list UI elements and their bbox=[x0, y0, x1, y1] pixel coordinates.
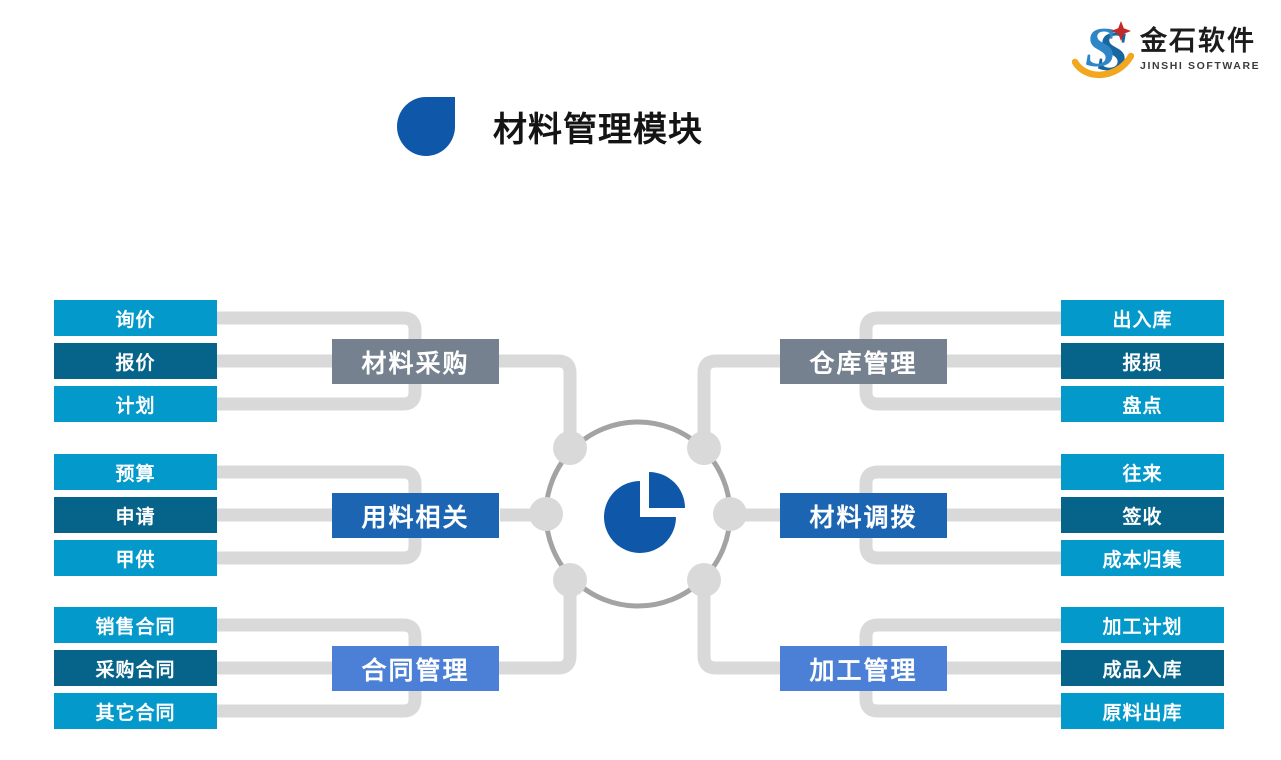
item-stocktaking: 盘点 bbox=[1061, 386, 1224, 422]
hub-node bbox=[529, 497, 563, 531]
item-plan: 计划 bbox=[54, 386, 217, 422]
hub-node bbox=[687, 431, 721, 465]
hub-node bbox=[553, 563, 587, 597]
logo-swoosh bbox=[1072, 52, 1134, 79]
category-usage: 用料相关 bbox=[332, 493, 499, 538]
item-transactions: 往来 bbox=[1061, 454, 1224, 490]
brand-name-en: JINSHI SOFTWARE bbox=[1140, 59, 1261, 72]
item-damage-report: 报损 bbox=[1061, 343, 1224, 379]
hub-node bbox=[713, 497, 747, 531]
item-inquiry: 询价 bbox=[54, 300, 217, 336]
connector-line bbox=[499, 354, 577, 448]
category-contract: 合同管理 bbox=[332, 646, 499, 691]
logo-mark-icon: S S bbox=[1072, 17, 1134, 83]
hub-node bbox=[553, 431, 587, 465]
item-budget: 预算 bbox=[54, 454, 217, 490]
category-warehouse: 仓库管理 bbox=[780, 339, 947, 384]
category-processing: 加工管理 bbox=[780, 646, 947, 691]
item-sales-contract: 销售合同 bbox=[54, 607, 217, 643]
item-processing-plan: 加工计划 bbox=[1061, 607, 1224, 643]
item-purchase-contract: 采购合同 bbox=[54, 650, 217, 686]
category-procurement: 材料采购 bbox=[332, 339, 499, 384]
pie-chart-icon bbox=[604, 472, 685, 553]
item-cost-pooling: 成本归集 bbox=[1061, 540, 1224, 576]
connector-line bbox=[499, 580, 577, 675]
page-title: 材料管理模块 bbox=[493, 111, 703, 149]
item-quotation: 报价 bbox=[54, 343, 217, 379]
item-finished-stock-in: 成品入库 bbox=[1061, 650, 1224, 686]
connector-line bbox=[697, 580, 780, 675]
brand-name-cn: 金石软件 bbox=[1140, 26, 1256, 57]
category-transfer: 材料调拨 bbox=[780, 493, 947, 538]
item-owner-supplied: 甲供 bbox=[54, 540, 217, 576]
drop-icon bbox=[397, 97, 455, 156]
item-in-out-stock: 出入库 bbox=[1061, 300, 1224, 336]
hub-node bbox=[687, 563, 721, 597]
connector-line bbox=[697, 354, 780, 448]
logo-s-front: S bbox=[1085, 17, 1116, 79]
title-block: 材料管理模块 bbox=[397, 97, 703, 156]
sparkle-icon bbox=[1111, 21, 1131, 41]
brand-logo: S S 金石软件 JINSHI SOFTWARE bbox=[1072, 14, 1260, 84]
item-other-contract: 其它合同 bbox=[54, 693, 217, 729]
item-raw-stock-out: 原料出库 bbox=[1061, 693, 1224, 729]
item-sign-off: 签收 bbox=[1061, 497, 1224, 533]
item-application: 申请 bbox=[54, 497, 217, 533]
